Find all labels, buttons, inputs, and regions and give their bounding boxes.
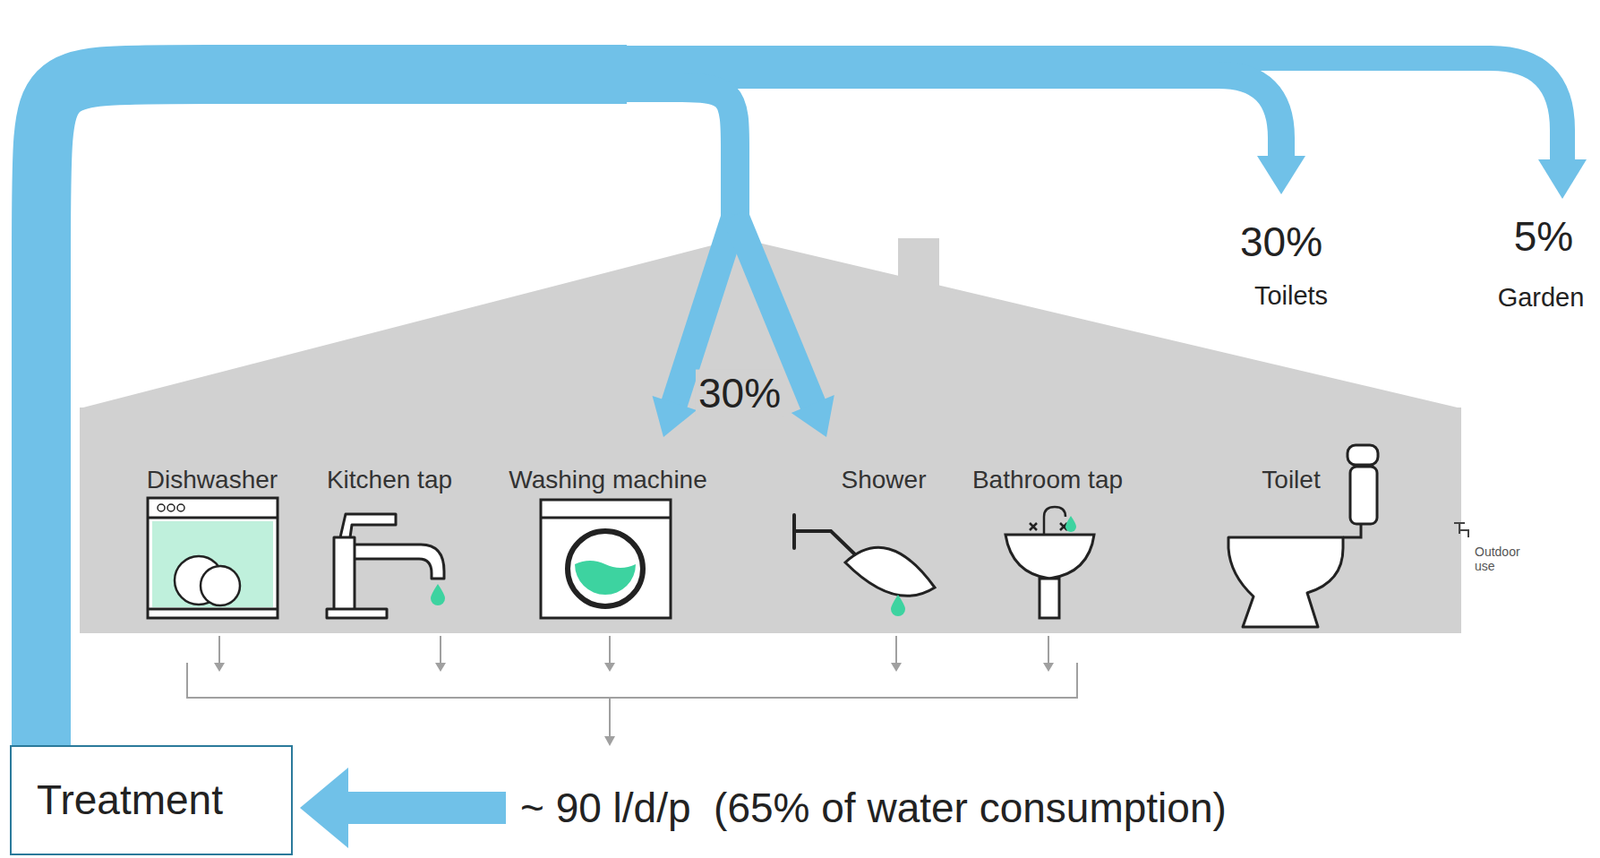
outdoor-tap-icon [1454,522,1469,538]
dishwasher-plate [200,565,240,606]
drain-bracket [187,635,1078,738]
dishwasher-knob [157,504,165,512]
outdoor-label: Outdoor use [1474,544,1532,574]
drain-arrowhead [890,662,902,672]
drain-arrowhead [435,662,446,672]
shower-arm [794,514,858,557]
treatment-box: Treatment [9,744,293,856]
flow-connector [299,767,490,848]
washing-machine-door [567,530,643,607]
drain-arrowheads [213,662,1054,746]
sink-pedestal [1039,578,1060,618]
garden-arrowhead [1538,159,1587,199]
destination-label: Toilets [1254,281,1328,311]
bathroom-sink-icon [1005,534,1095,579]
house-fixtures: Dishwasher Kitchen tap Washing machine Show… [79,436,1558,792]
drain-lines [219,635,1049,665]
toilet-tank [1350,466,1378,524]
treatment-label: Treatment [36,776,291,824]
dishwasher-base [147,607,278,611]
kitchen-tap-icon [326,513,445,618]
dishwasher-panel [147,516,278,520]
drain-arrowhead [604,662,616,672]
flow-connector [41,74,835,745]
toilet-icon [1228,537,1344,627]
arrowhead [652,395,697,437]
water-drop [1065,515,1077,532]
arrowhead [299,767,349,848]
fixture-label: Dishwasher [146,465,278,495]
drain-arrowhead [213,662,225,672]
shower-head-icon [845,547,935,596]
house-chimney [898,238,940,319]
washing-machine-water [574,560,636,595]
washing-machine-icon [540,499,671,618]
fixture-label: Kitchen tap [326,465,453,495]
water-drop [430,583,445,606]
supply-pipe [41,74,627,745]
flow-volume-label: ~ 90 l/d/p (65% of water consumption) [517,784,1230,832]
drain-arrowhead [1043,662,1054,672]
return-arrow [346,791,490,808]
flow-percent: 30% [695,369,784,418]
destination-label: Garden [1497,282,1585,313]
toilet-pipe [1343,524,1361,538]
supply-branch [581,87,736,235]
fixture-label: Washing machine [508,465,708,495]
percent-label: 30% [1240,218,1323,266]
house-body [79,407,1462,634]
percent-label: 5% [1514,213,1574,261]
bathroom-tap-icon [1029,506,1068,535]
fixture-label: Bathroom tap [972,465,1123,495]
dishwasher-water [152,521,274,608]
dishwasher-icon [147,497,278,618]
fixture-label: Toilet [1261,465,1320,495]
dishwasher-knob [167,504,175,512]
water-drop [890,594,906,617]
toilet-tank-lid [1347,444,1378,465]
drain-arrowhead [604,735,616,746]
arrowhead [791,394,835,437]
toilets-arrowhead [1257,155,1306,195]
fixture-label: Shower [841,465,927,495]
collector-bracket [187,662,1078,738]
washing-machine-panel [540,516,671,520]
dishwasher-knob [177,504,185,512]
